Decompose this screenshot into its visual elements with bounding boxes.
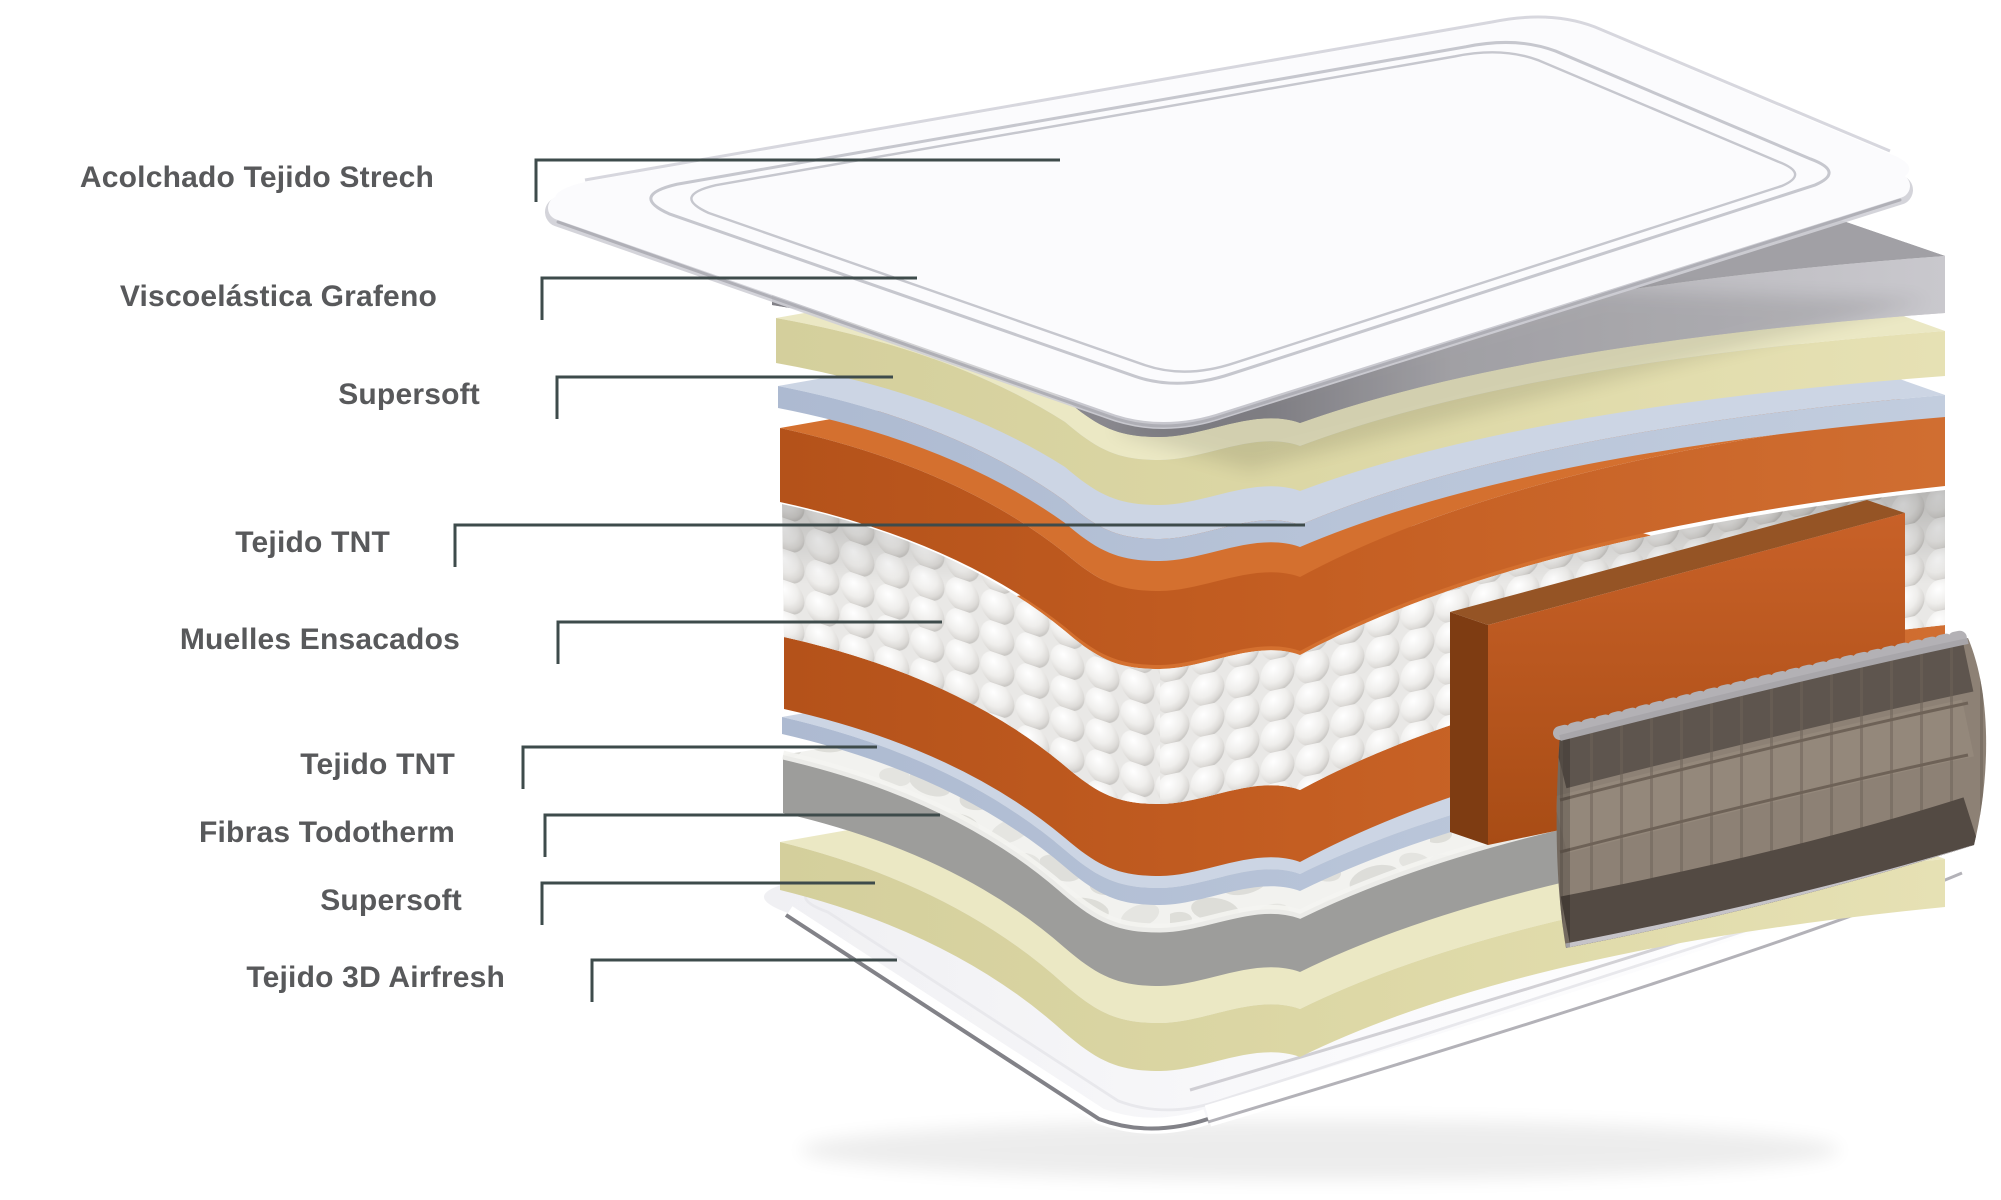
quilt-shadow	[1110, 290, 1930, 470]
leader-line-supersoft-upper	[555, 375, 893, 419]
leader-line-tnt-lower	[521, 745, 877, 789]
leader-line-tnt-upper	[453, 523, 1305, 567]
leader-lines	[453, 158, 1305, 1002]
supersoft-lower-front	[780, 842, 1945, 1071]
base-edge-piping-left	[784, 913, 1209, 1131]
tnt-upper-front	[778, 386, 1945, 561]
leader-line-acolchado	[534, 158, 1060, 202]
layer-label-muelles: Muelles Ensacados	[179, 623, 460, 656]
layer-label-tnt-lower: Tejido TNT	[300, 748, 455, 781]
layer-label-tnt-upper: Tejido TNT	[235, 526, 390, 559]
layer-label-viscoelastica: Viscoelástica Grafeno	[119, 280, 437, 313]
leader-line-viscoelastica	[540, 276, 917, 320]
tnt-lower-front	[782, 717, 1945, 905]
quilt-back-edge	[584, 15, 1891, 182]
layer-label-supersoft-lower: Supersoft	[320, 884, 462, 917]
quilt-edge-line	[556, 198, 1902, 428]
layer-label-acolchado: Acolchado Tejido Strech	[79, 161, 434, 194]
layer-label-fibras: Fibras Todotherm	[199, 816, 455, 849]
leader-line-airfresh	[590, 958, 897, 1002]
side-fabric-panel	[1553, 629, 1987, 948]
layer-label-airfresh: Tejido 3D Airfresh	[246, 961, 505, 994]
fabric-top-rim	[1559, 638, 1969, 741]
base-rolled-edge	[783, 906, 1209, 1134]
slab-left-face	[1450, 612, 1488, 845]
layer-label-supersoft-upper: Supersoft	[338, 378, 480, 411]
slab-top-face	[1450, 500, 1905, 625]
fabric-top-fuzz	[1553, 629, 1975, 740]
fabric-dark-band-bottom	[1560, 797, 1981, 948]
fabric-seam-2	[1559, 753, 1969, 854]
quilt-rolled-edge	[548, 174, 1910, 422]
base-shadow	[800, 1120, 1840, 1180]
quilt-top-layer	[545, 15, 1930, 470]
leader-line-supersoft-lower	[540, 881, 875, 925]
fabric-seam-1	[1559, 701, 1969, 802]
top-rail-front	[780, 412, 1945, 665]
leader-line-fibras	[543, 813, 940, 857]
leader-line-muelles	[556, 620, 942, 664]
